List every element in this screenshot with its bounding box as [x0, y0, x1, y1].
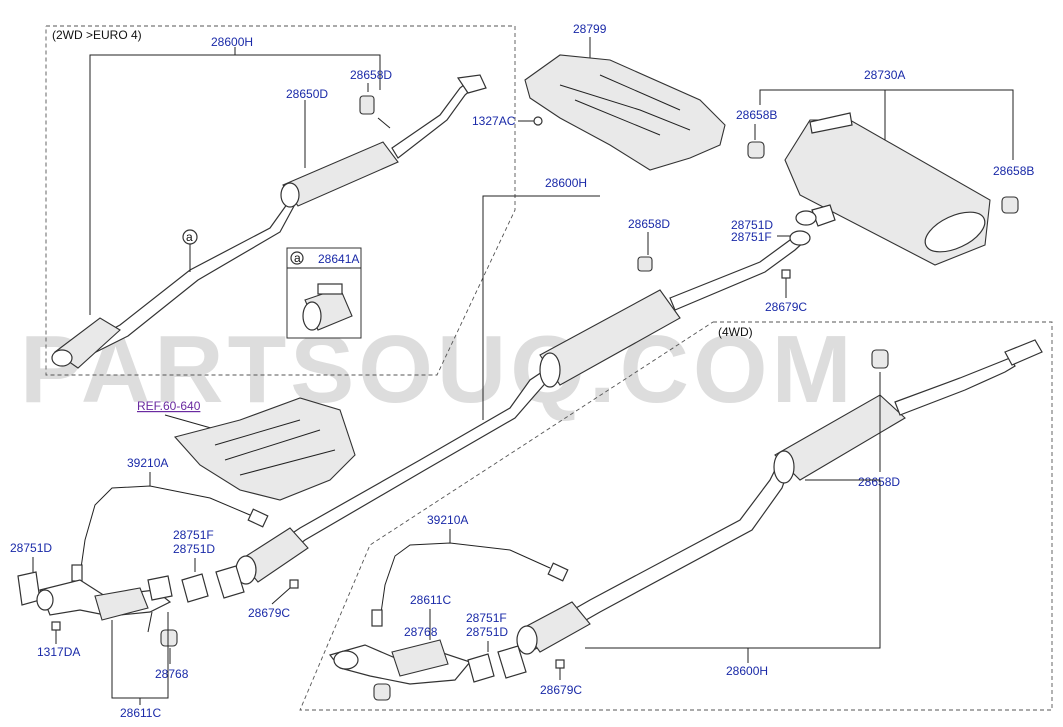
clamp-marker: a [186, 230, 193, 244]
label-28730A: 28730A [864, 68, 905, 82]
section-2wd-box [45, 25, 516, 376]
gasket-mid-1[interactable] [181, 573, 209, 603]
gasket-rear-1[interactable] [795, 210, 817, 226]
exhaust-manifold-left[interactable] [36, 575, 173, 621]
label-28751D-4wd: 28751D [466, 625, 508, 639]
gasket-4wd-2[interactable] [497, 645, 527, 679]
heat-shield[interactable] [173, 397, 356, 501]
rear-muffler[interactable] [784, 112, 991, 266]
nut-4wd[interactable] [555, 659, 565, 669]
watermark: PARTSOUQ.COM [20, 316, 856, 423]
muffler-main[interactable] [235, 231, 809, 585]
label-28751F-mid: 28751F [173, 528, 214, 542]
nut-rear[interactable] [781, 269, 791, 279]
bolt-1317DA[interactable] [51, 621, 61, 631]
label-28751F-rear: 28751F [731, 230, 772, 244]
hanger-rear-right[interactable] [1001, 196, 1019, 214]
label-28679C-4wd: 28679C [540, 683, 582, 697]
label-28799: 28799 [573, 22, 607, 36]
hanger-rear-left[interactable] [747, 141, 765, 159]
section-4wd-box [299, 321, 1053, 711]
section-4wd-label: (4WD) [718, 325, 753, 339]
nut-mid[interactable] [289, 579, 299, 589]
label-28679C-mid: 28679C [248, 606, 290, 620]
label-28658B-left: 28658B [736, 108, 777, 122]
label-39210A-4wd: 39210A [427, 513, 468, 527]
section-2wd-label: (2WD >EURO 4) [52, 28, 142, 42]
label-28650D: 28650D [286, 87, 328, 101]
label-28751F-4wd: 28751F [466, 611, 507, 625]
hanger-left[interactable] [147, 611, 178, 647]
label-28768-4wd: 28768 [404, 625, 438, 639]
label-28658B-right: 28658B [993, 164, 1034, 178]
label-28768-left: 28768 [155, 667, 189, 681]
label-28751D-mid: 28751D [173, 542, 215, 556]
leader-muffler-4wd [585, 479, 881, 649]
label-28641A: 28641A [318, 252, 359, 266]
o2-sensor-left[interactable] [71, 485, 269, 582]
label-1327AC: 1327AC [472, 114, 516, 128]
ref-heat-shield-link[interactable]: REF.60-640 [137, 399, 201, 413]
leader-muffler-main [482, 195, 600, 420]
hanger-main[interactable] [637, 256, 653, 272]
label-39210A-left: 39210A [127, 456, 168, 470]
label-28600H-4wd: 28600H [726, 664, 768, 678]
clamp-part[interactable] [302, 283, 353, 331]
gasket-rear-2[interactable] [789, 230, 811, 246]
label-28679C-rear: 28679C [765, 300, 807, 314]
o2-sensor-4wd[interactable] [371, 542, 569, 627]
gasket-mid-2[interactable] [215, 565, 245, 599]
hanger-2wd[interactable] [359, 95, 391, 129]
label-28751D-left: 28751D [10, 541, 52, 555]
label-28600H-main: 28600H [545, 176, 587, 190]
hanger-4wd[interactable] [871, 349, 889, 369]
label-28600H-2wd: 28600H [211, 35, 253, 49]
leader-rear-muffler [759, 89, 1014, 160]
label-1317DA: 1317DA [37, 645, 80, 659]
clamp-detail-marker: a [294, 251, 301, 265]
label-28611C-4wd: 28611C [410, 593, 451, 607]
leader-manifold-left [111, 612, 169, 699]
heat-protector[interactable] [524, 54, 726, 171]
label-28751D-rear: 28751D [731, 218, 773, 232]
muffler-assembly-2wd[interactable] [51, 74, 487, 369]
label-28611C-left: 28611C [120, 706, 161, 720]
label-28658D-main: 28658D [628, 217, 670, 231]
gasket-4wd-1[interactable] [467, 653, 495, 683]
label-28658D-2wd: 28658D [350, 68, 392, 82]
exhaust-manifold-4wd[interactable] [328, 639, 472, 701]
bolt-1327AC[interactable] [533, 116, 543, 126]
label-28658D-4wd: 28658D [858, 475, 900, 489]
muffler-assembly-4wd[interactable] [516, 339, 1043, 655]
